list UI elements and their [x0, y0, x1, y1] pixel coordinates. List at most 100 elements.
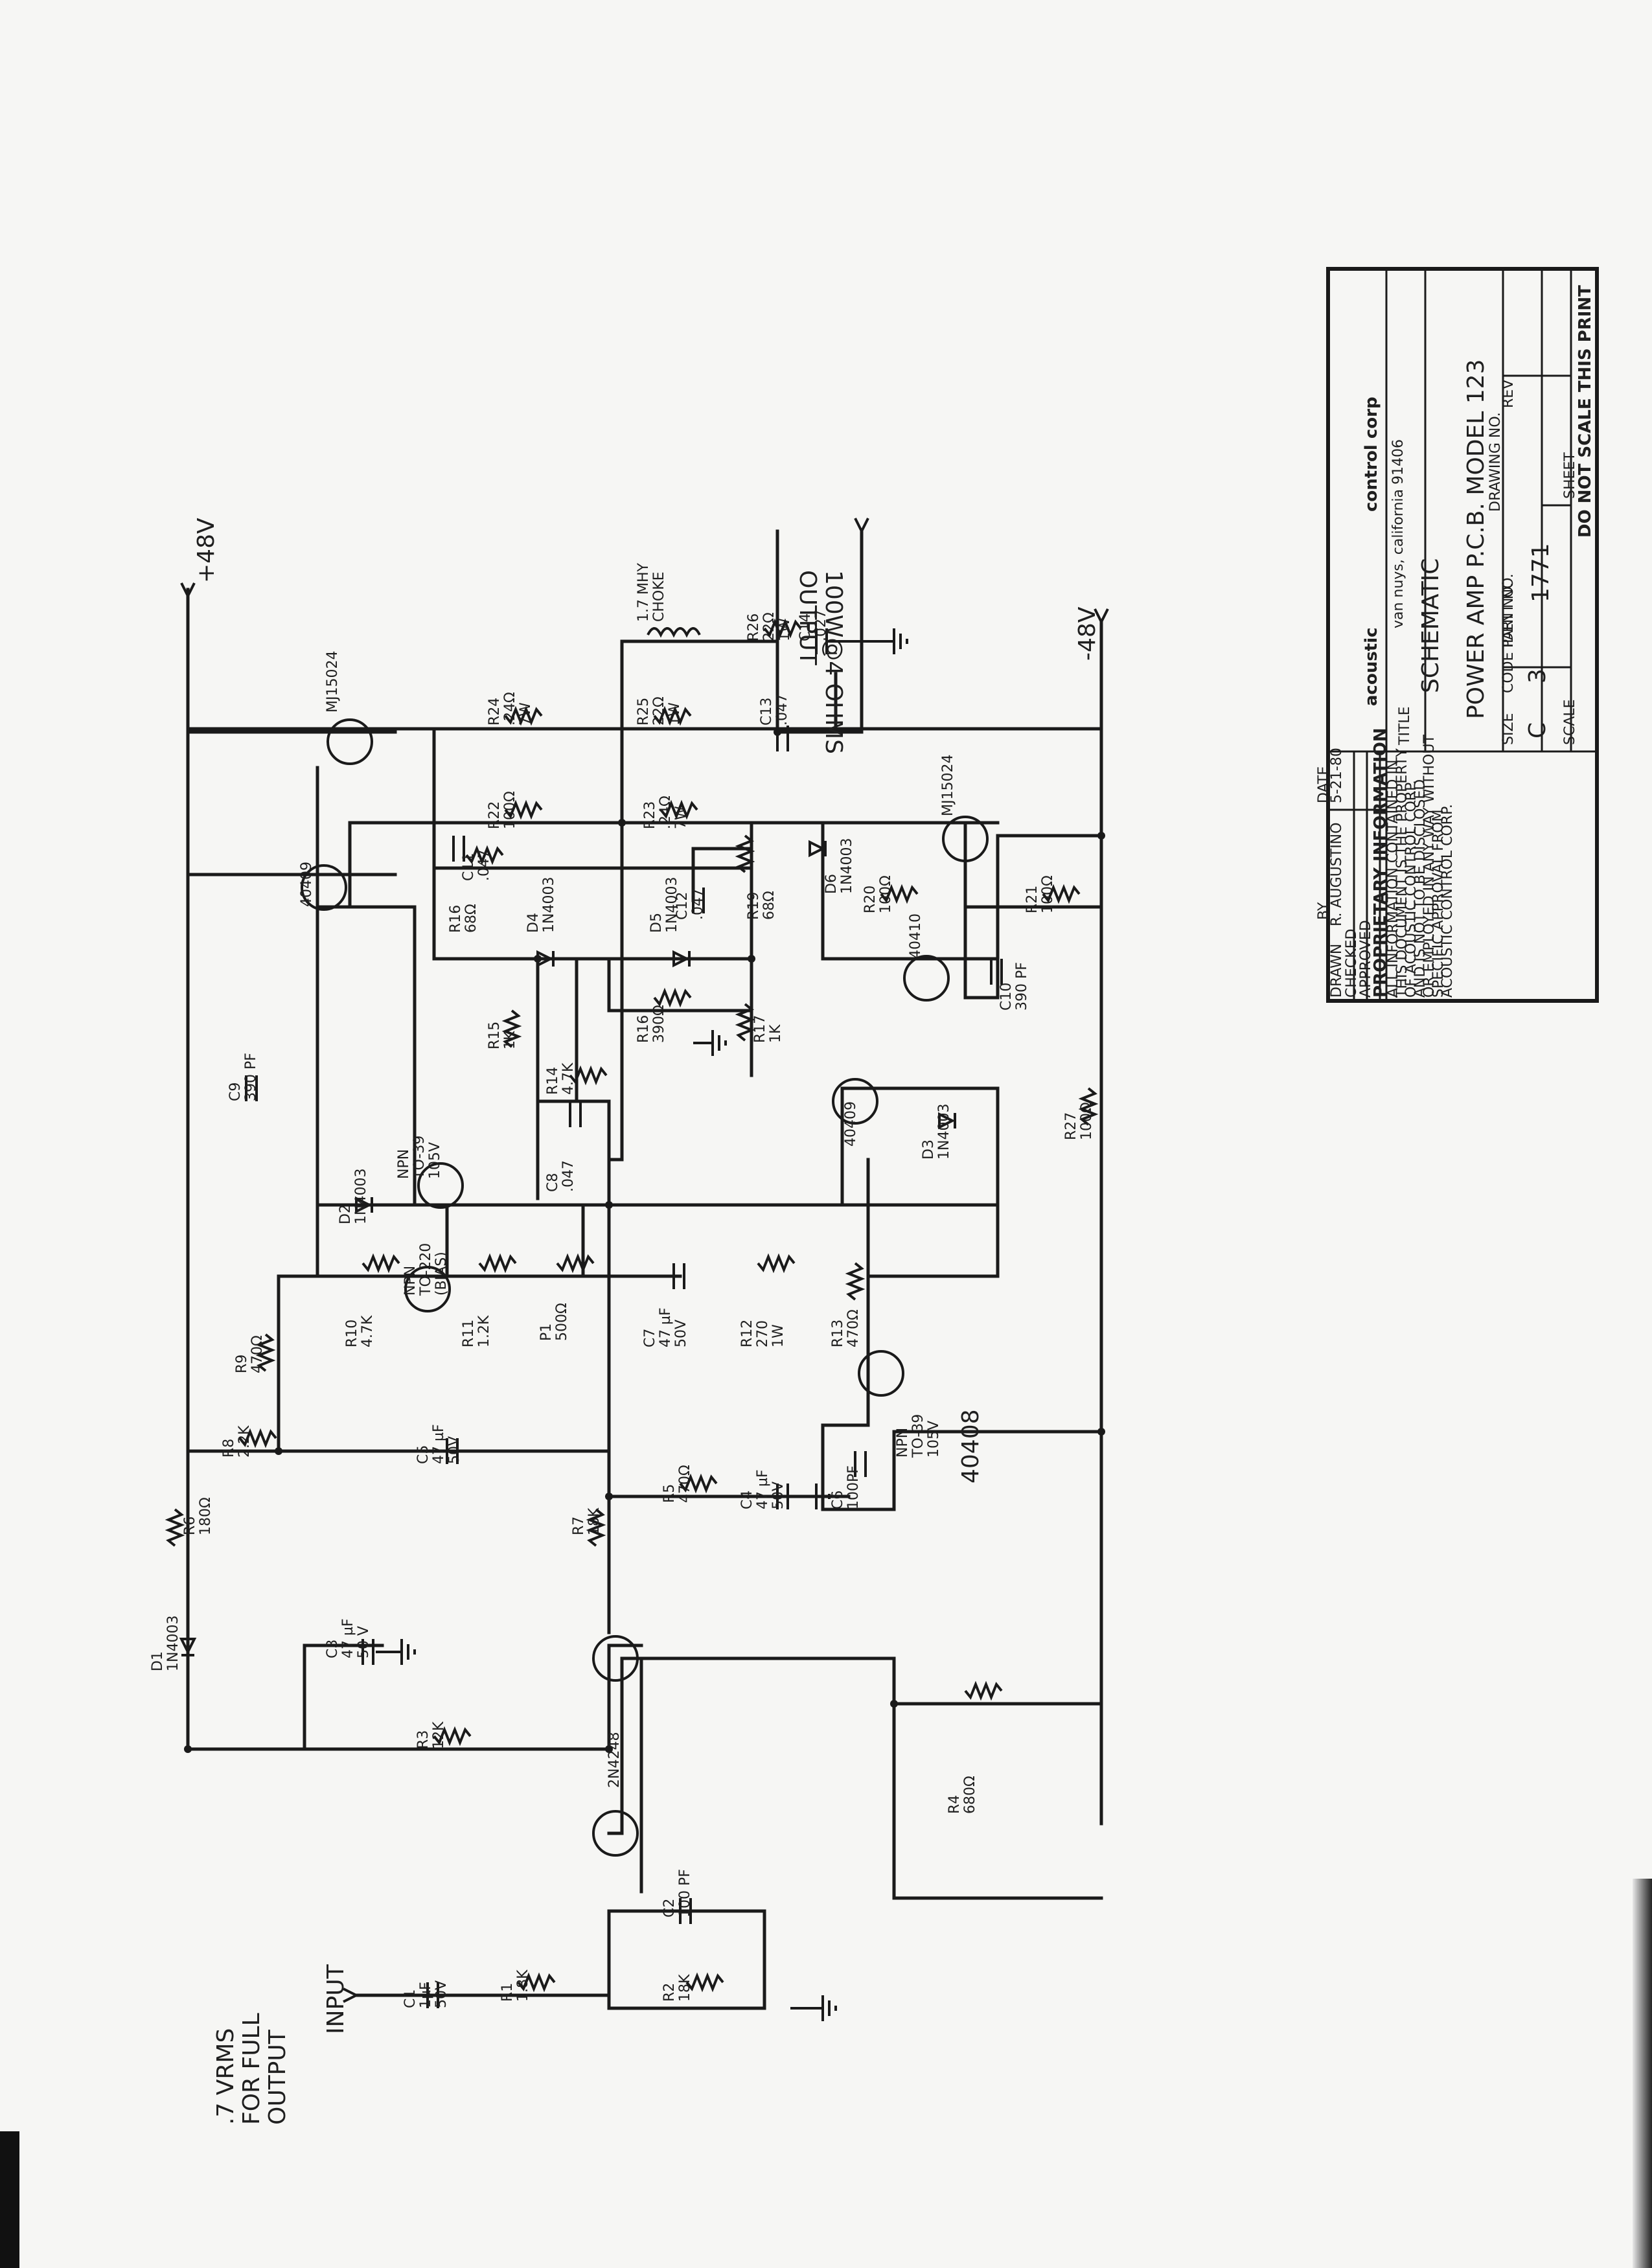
- component-label-text: OF ACOUSTIC CONTROL CORP.: [1403, 780, 1419, 998]
- tb-drawn-date: 5-21-80: [1329, 748, 1345, 803]
- tb-scale-hdr: SCALE: [1562, 699, 1578, 745]
- component-label-text: 18K: [677, 1974, 693, 2002]
- label-c11: C11.047: [461, 849, 492, 881]
- component-label-text: 40409: [843, 1101, 859, 1147]
- component-label-text: R12: [739, 1320, 755, 1347]
- component-label-text: 40409: [299, 862, 315, 907]
- component-label-text: 1W: [777, 618, 793, 641]
- component-label-text: TO-220: [418, 1243, 434, 1296]
- resistor-r26: [763, 618, 802, 639]
- component-label-text: R16: [636, 1015, 652, 1043]
- component-label-text: C11: [461, 853, 477, 881]
- resistor-r13: [845, 1262, 866, 1301]
- component-label-text: 50 V: [356, 1626, 372, 1658]
- component-label-text: C12: [674, 892, 691, 920]
- resistor-r21: [1042, 884, 1081, 904]
- component-label-text: 22Ω: [761, 612, 777, 641]
- component-label-text: 470Ω: [677, 1465, 693, 1503]
- tb-code-hdr: CODE IDENT NO.: [1500, 573, 1517, 693]
- component-label-text: SPECIFIC APPROVAL FROM: [1430, 810, 1447, 998]
- label-c8: C8.047: [545, 1160, 577, 1192]
- label-q5: 40409: [299, 862, 315, 907]
- input-label: INPUT: [323, 1964, 349, 2034]
- component-label-text: R27: [1063, 1112, 1079, 1140]
- component-label-text: 47 µF: [340, 1618, 356, 1658]
- capacitor-c5: [446, 1438, 459, 1464]
- transistor-q1a: [592, 1810, 639, 1857]
- component-label-text: 390 PF: [243, 1053, 259, 1101]
- resistor-r22: [504, 799, 543, 820]
- component-label-text: C9: [227, 1082, 244, 1101]
- component-label-text: R14: [545, 1067, 561, 1095]
- output-label: 100W@4 OHMS: [820, 570, 847, 754]
- ground-symbol: [376, 1639, 416, 1665]
- capacitor-c3: [304, 1639, 374, 1665]
- tb-checked: CHECKED: [1344, 929, 1360, 998]
- label-q6: 40409: [843, 1101, 859, 1147]
- component-label-text: 1W: [667, 702, 683, 726]
- tb-part-no: 1771: [1528, 543, 1554, 602]
- component-label-text: 1N4003: [541, 877, 557, 933]
- resistor-r15: [501, 1009, 522, 1048]
- transistor-q2: [858, 1350, 904, 1397]
- component-label-text: 100Ω: [1040, 875, 1056, 913]
- component-label-text: .047: [690, 888, 706, 920]
- tb-rev-hdr: REV: [1500, 380, 1517, 408]
- diode-d6: [809, 840, 827, 858]
- company-name: acoustic: [1362, 627, 1381, 706]
- component-label-text: 100PF: [845, 1465, 862, 1509]
- component-label-text: D5: [648, 913, 665, 933]
- tb-size: C: [1524, 722, 1551, 739]
- component-label-text: 100Ω: [878, 875, 894, 913]
- component-label-text: 470Ω: [249, 1335, 266, 1373]
- component-label-text: 1.7 MHY: [636, 562, 652, 622]
- component-label-text: 47 µF: [431, 1424, 447, 1464]
- component-label-text: R21: [1024, 886, 1040, 913]
- component-label-text: R22: [487, 801, 503, 829]
- label-q9: MJ15024: [940, 755, 956, 816]
- label-c14: C14.027: [797, 610, 829, 641]
- label-c12: C12.047: [674, 888, 706, 920]
- component-label-text: R23: [642, 801, 658, 829]
- resistor-r4: [964, 1680, 1003, 1701]
- component-label-text: D2: [338, 1204, 354, 1224]
- component-label-text: 1µF: [418, 1982, 434, 2008]
- component-label-text: 1N4003: [664, 877, 680, 933]
- ground-symbol: [790, 1995, 837, 2021]
- transistor-q4: [417, 1162, 464, 1209]
- diode-d2: [355, 1196, 373, 1214]
- component-label-text: 40410: [908, 913, 924, 959]
- component-label-text: 22Ω: [651, 696, 667, 726]
- component-label-text: 100Ω: [1079, 1102, 1095, 1140]
- component-label-text: THIS DOCUMENT IS THE PROPERTY: [1394, 748, 1410, 998]
- component-label-text: C2: [661, 1899, 678, 1918]
- component-label-text: 47 µF: [755, 1469, 771, 1509]
- resistor-r23: [660, 799, 698, 820]
- component-label-text: R25: [636, 698, 652, 726]
- company-address: van nuys, california 91406: [1390, 439, 1406, 628]
- tb-part-no-hdr: PART NO.: [1500, 582, 1517, 648]
- resistor-r6: [165, 1508, 185, 1547]
- rail-arrow-plus: [180, 582, 196, 597]
- tb-approved: APPROVED: [1358, 920, 1374, 998]
- component-label-text: 50V: [433, 1980, 450, 2008]
- component-label-text: C10: [998, 983, 1015, 1011]
- component-label-text: 47 µF: [658, 1307, 674, 1347]
- capacitor-c1: [426, 1982, 439, 2008]
